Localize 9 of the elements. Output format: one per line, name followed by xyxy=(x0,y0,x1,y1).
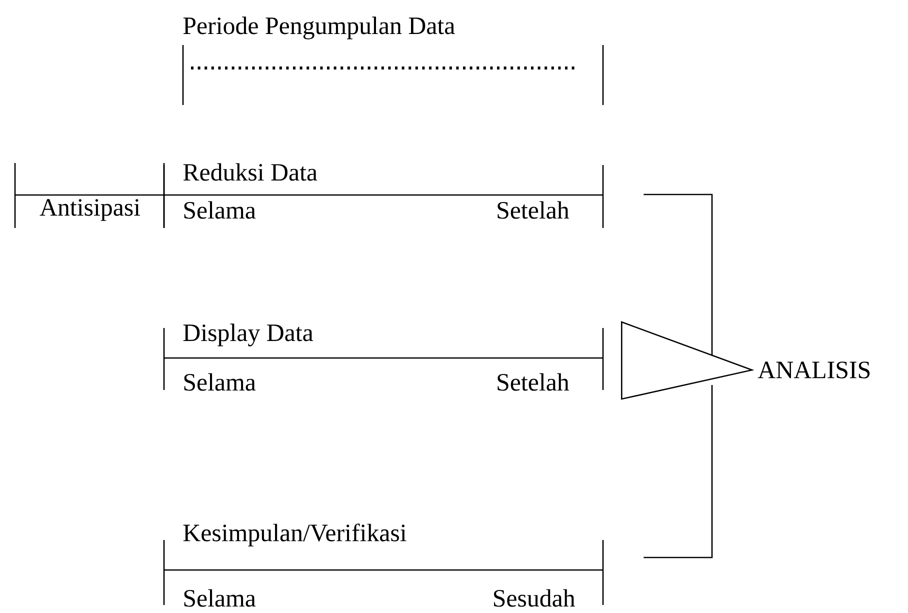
timeline-band: Periode Pengumpulan Data xyxy=(182,16,604,105)
timeline-band: Reduksi Data Selama Setelah xyxy=(163,163,604,228)
timeline-band: Kesimpulan/Verifikasi Selama Sesudah xyxy=(163,524,604,607)
label-text: ANALISIS xyxy=(758,362,870,378)
timeline-band: Display Data Selama Setelah xyxy=(163,324,604,391)
bracket-line xyxy=(644,194,713,355)
triangle-arrow xyxy=(621,321,754,400)
bracket-line xyxy=(644,385,713,558)
timeline-band: Antisipasi xyxy=(14,163,165,228)
